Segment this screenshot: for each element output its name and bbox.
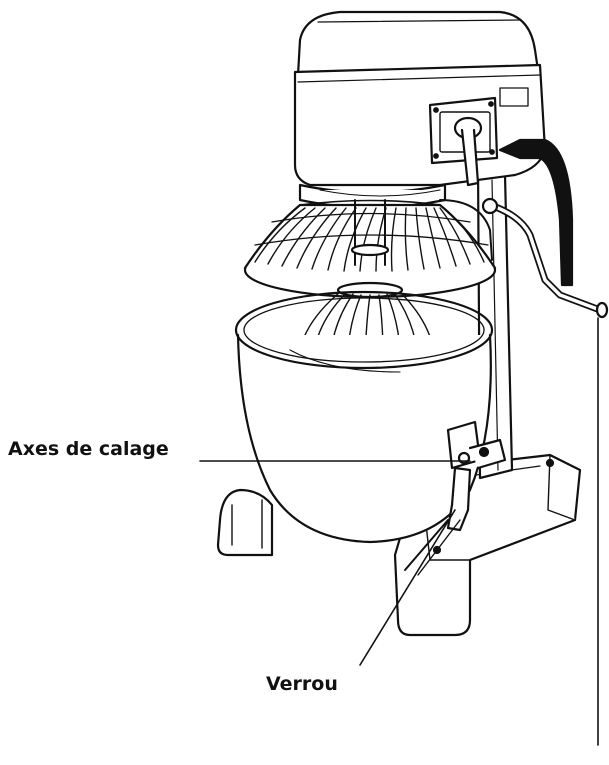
leader-lines [199, 317, 599, 746]
mixer-head [293, 10, 547, 209]
label-verrou: Verrou [266, 673, 338, 695]
safety-guard [243, 199, 497, 299]
bowl-lock-assembly [404, 420, 507, 576]
bowl-lift-crank [481, 197, 609, 319]
rotation-arrow [498, 138, 574, 287]
leader-verrou [359, 509, 456, 666]
label-axes-de-calage: Axes de calage [8, 438, 169, 460]
